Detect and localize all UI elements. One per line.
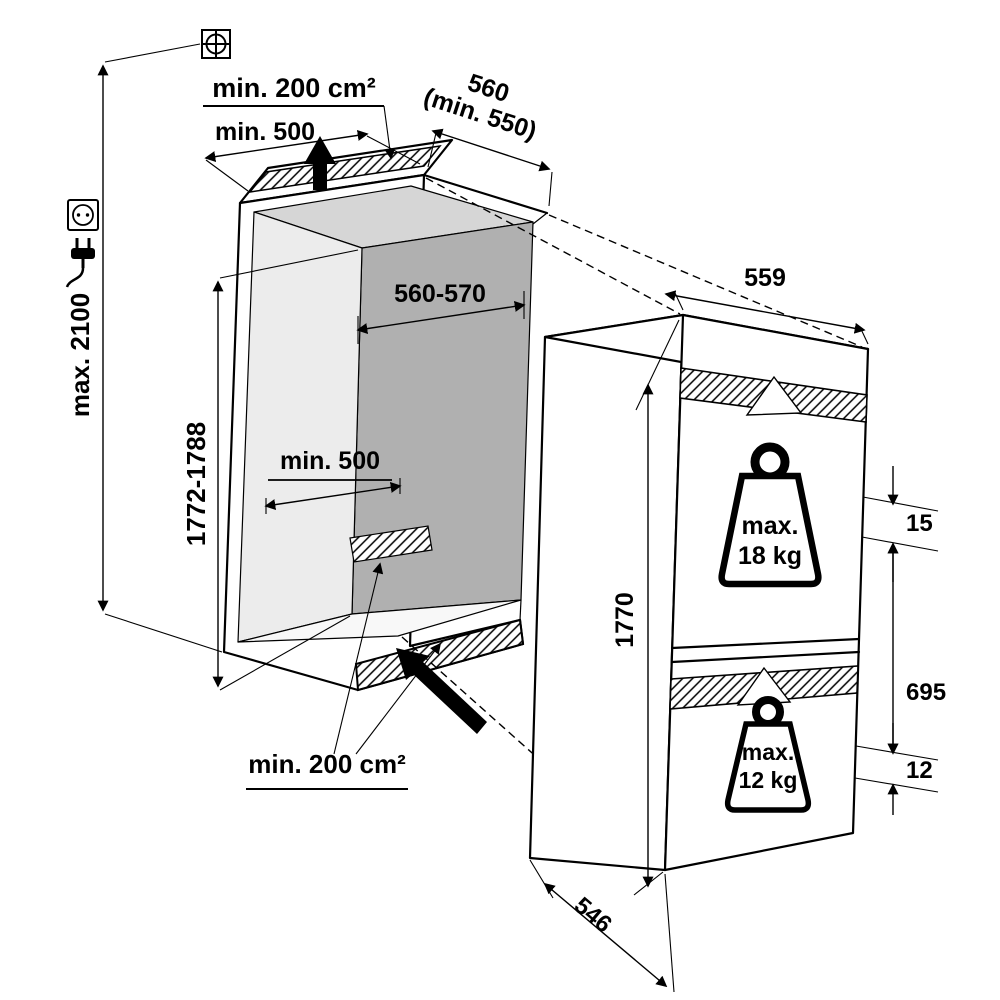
ext-line bbox=[664, 873, 675, 993]
upper-grip-notch bbox=[745, 375, 803, 416]
dashed-line-top-left bbox=[425, 177, 681, 315]
niche-drawing bbox=[222, 136, 549, 734]
base-vent-hatch bbox=[354, 618, 525, 692]
appliance-left-side bbox=[528, 313, 685, 872]
weight-body bbox=[724, 721, 812, 813]
dimension-niche-width bbox=[356, 300, 526, 335]
ext-line bbox=[862, 496, 939, 512]
floor-vent-hatch bbox=[349, 525, 433, 563]
ext-line bbox=[548, 171, 553, 207]
appliance-width-label: 559 bbox=[744, 264, 786, 292]
dimension-appliance-depth bbox=[543, 882, 668, 988]
weight-icon-lower: max. 12 kg bbox=[724, 696, 812, 813]
socket-well bbox=[72, 204, 94, 226]
power-socket-icon bbox=[67, 199, 99, 231]
leader-line bbox=[355, 642, 442, 755]
weight-body bbox=[718, 472, 822, 588]
floor-vent-area-label: min. 200 cm² bbox=[248, 749, 406, 779]
top-vent-area-label: min. 200 cm² bbox=[212, 73, 376, 103]
niche-interior-left-wall bbox=[237, 211, 363, 643]
weight-icon-upper: max. 18 kg bbox=[718, 442, 822, 588]
appliance-height-label: 1770 bbox=[611, 592, 639, 648]
ext-line bbox=[104, 43, 201, 63]
ext-line bbox=[219, 615, 351, 691]
niche-height-label: 1772-1788 bbox=[181, 422, 211, 546]
dimension-appliance-width bbox=[664, 290, 866, 334]
ext-line bbox=[219, 249, 359, 279]
gap-bottom-label: 12 bbox=[906, 757, 933, 784]
ext-line bbox=[205, 159, 249, 192]
leader-line bbox=[333, 562, 384, 755]
dimension-floor-vent-width bbox=[264, 481, 402, 511]
ext-line bbox=[861, 536, 939, 552]
ext-line bbox=[529, 859, 554, 899]
lower-door-max-label: max. bbox=[742, 739, 794, 765]
gap-top-label: 15 bbox=[906, 510, 933, 537]
floor-vent-width-label: min. 500 bbox=[280, 447, 380, 475]
socket-pin-hole bbox=[76, 213, 81, 217]
power-plug-icon bbox=[65, 238, 95, 288]
plug-cord bbox=[65, 267, 85, 288]
niche-width-label: 560-570 bbox=[394, 280, 486, 308]
dimensions: max. 2100 1772-1788 min. 200 cm² min. 50… bbox=[65, 43, 946, 993]
ext-line bbox=[674, 292, 684, 311]
upper-door-max-label: max. bbox=[742, 512, 799, 540]
airflow-up-arrow-icon bbox=[304, 136, 336, 190]
appliance-drawing: max. 18 kg max. 12 kg bbox=[528, 313, 870, 872]
dimension-niche-depth bbox=[431, 128, 551, 172]
lower-door-max-weight: 12 kg bbox=[739, 767, 798, 793]
top-vent-width-label: min. 500 bbox=[215, 118, 315, 146]
door-divider-bottom bbox=[670, 650, 861, 664]
niche-top-right-edge bbox=[422, 173, 549, 215]
lower-section-label: 695 bbox=[906, 679, 946, 706]
dashed-line-top-right bbox=[548, 214, 863, 348]
leader-line bbox=[383, 105, 396, 160]
upper-door-max-weight: 18 kg bbox=[738, 542, 802, 570]
cross-screw-icon bbox=[201, 29, 231, 59]
door-divider-top bbox=[670, 637, 861, 650]
plug-body bbox=[71, 248, 95, 259]
ext-line bbox=[859, 326, 869, 345]
ext-line bbox=[366, 135, 421, 165]
dimension-top-vent-width bbox=[204, 129, 369, 163]
airflow-in-arrow-icon bbox=[396, 648, 487, 734]
socket-pin-hole bbox=[85, 213, 90, 217]
appliance-depth-label: 546 bbox=[569, 892, 617, 938]
niche-wall-thickness-edge bbox=[532, 212, 548, 225]
ext-line bbox=[635, 319, 680, 411]
niche-depth-label-group: 560 (min. 550) bbox=[420, 69, 540, 146]
ext-line bbox=[104, 613, 223, 653]
overall-height-label: max. 2100 bbox=[65, 293, 95, 417]
ext-line bbox=[427, 132, 437, 168]
base-edge bbox=[519, 599, 522, 621]
